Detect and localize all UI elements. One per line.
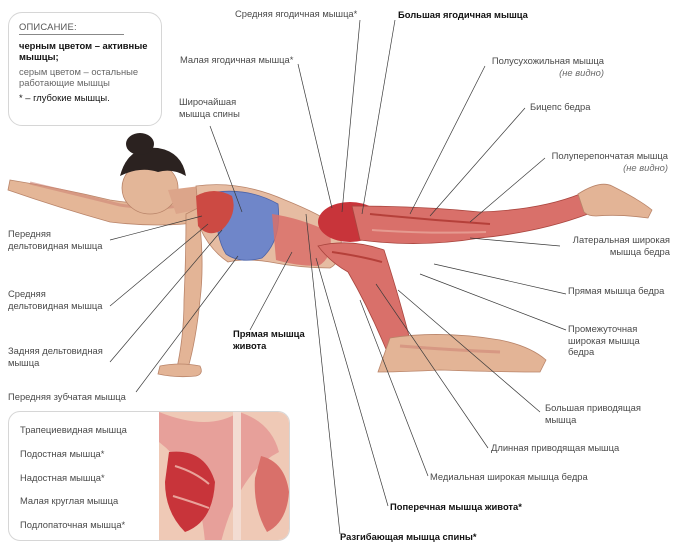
label-semimembranosus: Полуперепончатая мышца (не видно)	[552, 150, 668, 173]
label-middle-deltoid: Средняя дельтовидная мышца	[8, 288, 103, 311]
leader-transversus	[315, 257, 389, 507]
legend-deep: * – глубокие мышцы.	[19, 91, 110, 103]
label-posterior-deltoid: Задняя дельтовидная мышца	[8, 345, 103, 368]
label-trapezius: Трапециевидная мышца	[20, 424, 127, 435]
scapula-right	[254, 456, 289, 532]
leader-semimembranosus	[469, 157, 546, 223]
legend-black: черным цветом – активные мышцы;	[19, 39, 148, 63]
label-semitendinosus-text: Полусухожильная мышца	[491, 55, 604, 66]
leader-vastus-lateralis	[469, 237, 561, 247]
leader-semitendinosus	[409, 65, 486, 215]
leader-latissimus	[209, 125, 243, 213]
label-semitendinosus-note: (не видно)	[559, 66, 604, 78]
label-transversus: Поперечная мышца живота*	[390, 501, 522, 512]
label-gluteus-medius: Средняя ягодичная мышца*	[235, 8, 358, 19]
leader-adductor-longus	[375, 283, 489, 449]
raised-lower-leg	[577, 183, 653, 219]
label-rectus-abdominis: Прямая мышца живота	[233, 328, 305, 351]
label-vastus-medialis: Медиальная широкая мышца бедра	[430, 471, 588, 482]
leader-gluteus-minimus	[297, 63, 333, 209]
leader-erector-spinae	[305, 213, 341, 535]
label-semimembranosus-note: (не видно)	[623, 161, 668, 173]
scapula-left	[165, 451, 215, 532]
leader-gluteus-maximus	[361, 19, 396, 215]
trapezius-shape	[159, 412, 279, 540]
deltoid	[196, 191, 234, 234]
label-supraspinatus: Надостная мышца*	[20, 472, 105, 483]
upper-back-muscles-icon	[159, 412, 289, 540]
leader-middle-deltoid	[109, 223, 209, 307]
leader-serratus	[135, 255, 239, 393]
upper-back-inset	[8, 411, 290, 541]
label-vastus-intermedius: Промежуточная широкая мышца бедра	[568, 323, 640, 357]
legend-grey: серым цветом – остальные работающие мышц…	[19, 65, 139, 89]
leader-vastus-intermedius	[419, 273, 567, 331]
leader-biceps-femoris	[429, 107, 526, 217]
label-semimembranosus-text: Полуперепончатая мышца	[551, 150, 668, 161]
label-gluteus-maximus: Большая ягодичная мышца	[398, 9, 528, 20]
label-semitendinosus: Полусухожильная мышца (не видно)	[492, 55, 604, 78]
label-latissimus: Широчайшая мышца спины	[179, 96, 240, 119]
legend-title: ОПИСАНИЕ:	[19, 21, 124, 35]
label-teres-minor: Малая круглая мышца	[20, 495, 119, 506]
label-adductor-magnus: Большая приводящая мышца	[545, 402, 641, 425]
abdominals	[272, 214, 331, 266]
leader-vastus-medialis	[359, 299, 429, 477]
label-erector-spinae: Разгибающая мышца спины*	[340, 531, 477, 542]
label-rectus-femoris: Прямая мышца бедра	[568, 285, 665, 296]
leader-anterior-deltoid	[109, 215, 203, 241]
legend-box: ОПИСАНИЕ: черным цветом – активные мышцы…	[8, 12, 162, 126]
leader-posterior-deltoid	[109, 229, 223, 363]
support-lower-leg	[377, 334, 547, 373]
spine-shape	[233, 412, 241, 540]
leader-rectus-femoris	[433, 263, 567, 295]
label-anterior-deltoid: Передняя дельтовидная мышца	[8, 228, 103, 251]
label-infraspinatus: Подостная мышца*	[20, 448, 105, 459]
leader-gluteus-medius	[341, 19, 361, 213]
label-vastus-lateralis: Латеральная широкая мышца бедра	[572, 234, 670, 257]
hair	[120, 147, 186, 176]
leader-adductor-magnus	[397, 289, 541, 413]
label-adductor-longus: Длинная приводящая мышца	[491, 442, 620, 453]
leader-rectus-abdominis	[249, 251, 293, 331]
label-gluteus-minimus: Малая ягодичная мышца*	[180, 54, 294, 65]
label-biceps-femoris: Бицепс бедра	[530, 101, 591, 112]
label-serratus: Передняя зубчатая мышца	[8, 391, 126, 402]
label-subscapularis: Подлопаточная мышца*	[20, 519, 126, 530]
